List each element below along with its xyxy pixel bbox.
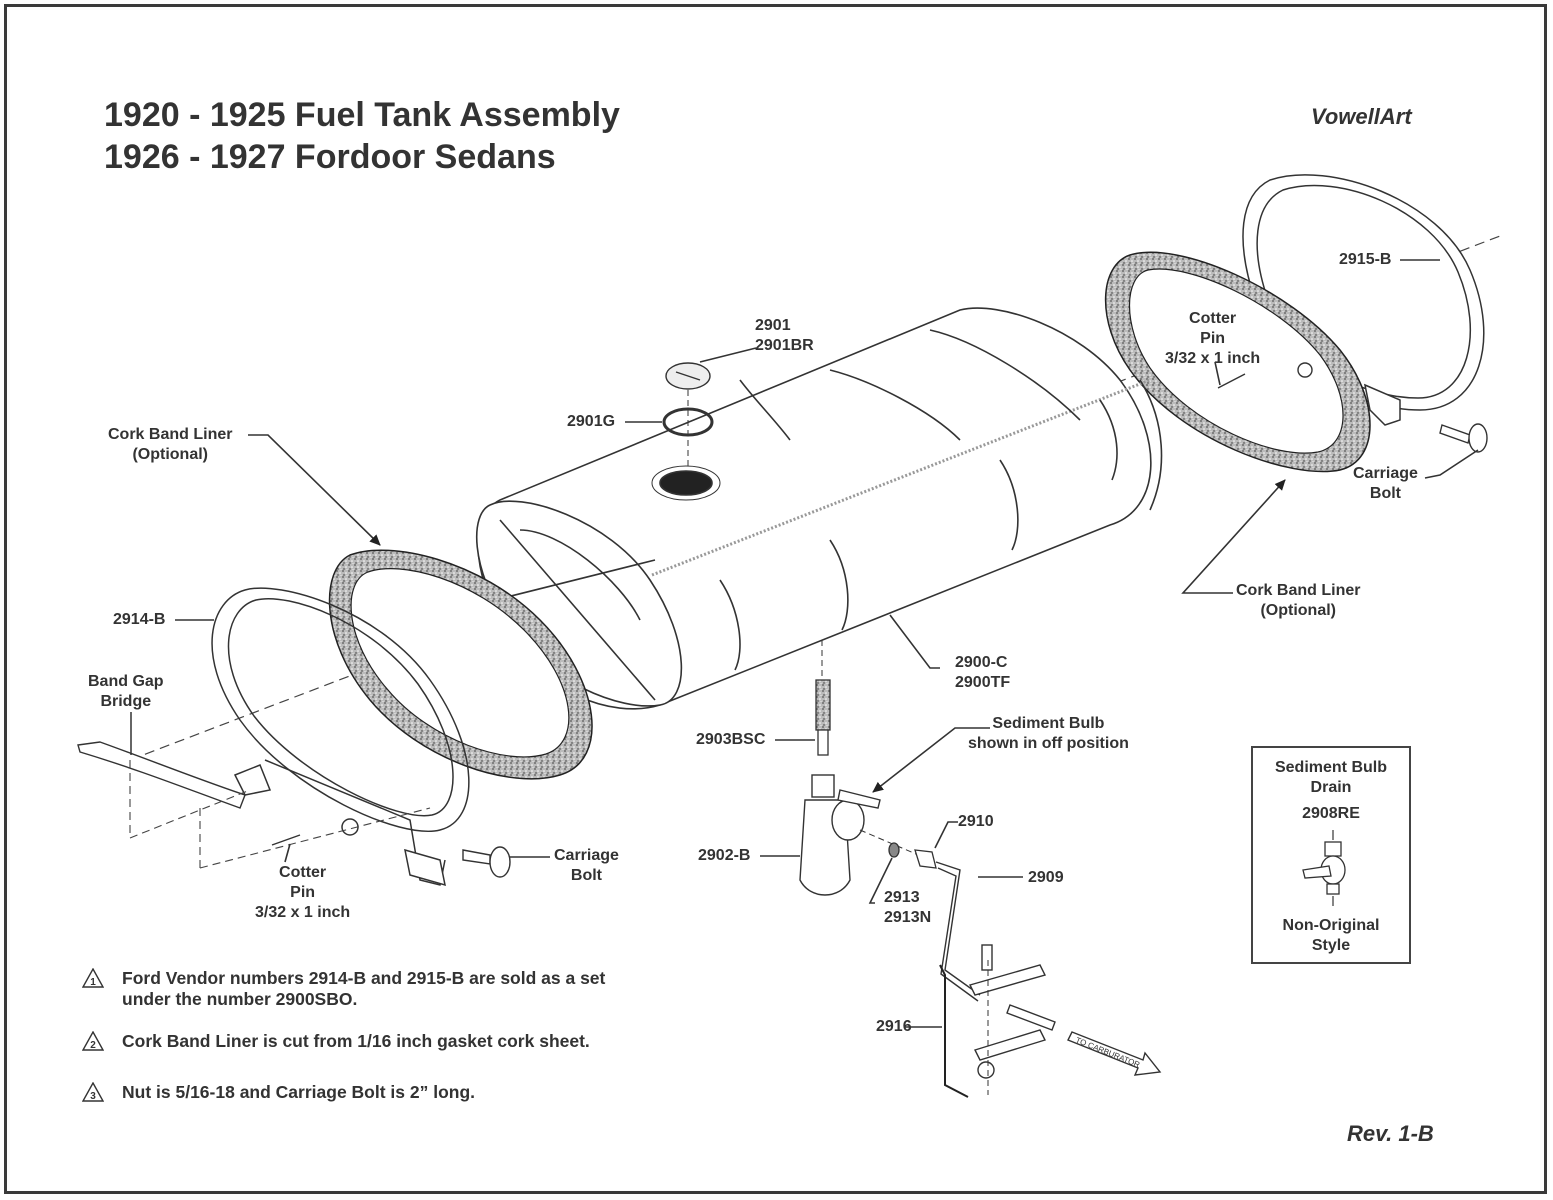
carriage-bolt-left (462, 846, 511, 878)
inset-title-1: Sediment Bulb (1274, 759, 1387, 776)
carriage-bolt-right (1439, 423, 1488, 453)
callout-cotter-pin-right: Cotter Pin 3/32 x 1 inch (1165, 309, 1260, 369)
fuel-tank-2900-c (476, 307, 1163, 710)
note-2-line-1: Cork Band Liner is cut from 1/16 inch ga… (122, 1031, 590, 1051)
callout-screen: 2903BSC (696, 731, 766, 748)
inset-title-2: Drain (1310, 779, 1352, 796)
callout-sleeve: 2913 2913N (884, 888, 931, 928)
note-3-line-1: Nut is 5/16-18 and Carriage Bolt is 2” l… (122, 1082, 476, 1102)
callout-cork-right-1: Cork Band Liner (1236, 582, 1361, 599)
note-3-triangle-icon: 3 (82, 1082, 104, 1102)
cork-liner-left (328, 549, 593, 780)
cotter-pin-right (1217, 362, 1313, 389)
callout-cotter-right-1: Cotter (1189, 310, 1237, 327)
nut-2910 (914, 849, 937, 869)
sleeve-2913 (888, 842, 900, 858)
callout-fuel-line-2909: 2909 (1028, 869, 1064, 886)
callout-cork-right-2: (Optional) (1260, 602, 1336, 619)
callout-bolt-right-1: Carriage (1353, 465, 1418, 482)
callout-clamp-2916: 2916 (876, 1018, 912, 1035)
inset-part-number: 2908RE (1302, 805, 1360, 822)
svg-text:3: 3 (90, 1091, 96, 1102)
svg-text:2: 2 (90, 1040, 96, 1051)
inset-title: Sediment Bulb Drain (1253, 758, 1409, 798)
callout-sediment-bulb-note: Sediment Bulb shown in off position (968, 714, 1129, 754)
callout-cork-left-2: (Optional) (132, 446, 208, 463)
callout-cap-1: 2901 (755, 317, 791, 334)
callout-carriage-bolt-left: Carriage Bolt (554, 846, 619, 886)
note-3: 3 Nut is 5/16-18 and Carriage Bolt is 2”… (82, 1082, 475, 1103)
inset-footer-2: Style (1311, 937, 1351, 954)
screen-2903bsc (815, 679, 831, 756)
note-2-triangle-icon: 2 (82, 1031, 104, 1051)
callout-sb-note-2: shown in off position (968, 735, 1129, 752)
note-1: 1 Ford Vendor numbers 2914-B and 2915-B … (82, 968, 605, 1010)
callout-cork-liner-right: Cork Band Liner (Optional) (1236, 581, 1360, 621)
callout-cotter-left-2: Pin (290, 884, 316, 901)
page-border (4, 4, 1547, 1194)
callout-cotter-right-3: 3/32 x 1 inch (1165, 350, 1261, 367)
cotter-pin-left (271, 834, 301, 846)
note-1-triangle-icon: 1 (82, 968, 104, 988)
callout-cork-left-1: Cork Band Liner (108, 426, 233, 443)
callout-band-2915-b: 2915-B (1339, 251, 1392, 268)
callout-gasket: 2901G (567, 413, 616, 430)
callout-tank: 2900-C 2900TF (955, 653, 1010, 693)
clamp-2916-bracket (939, 964, 969, 1098)
drain-valve-icon (1302, 830, 1346, 906)
band-gap-bridge (77, 741, 246, 809)
assembly-guides (129, 760, 431, 869)
callout-sediment-bulb: 2902-B (698, 847, 751, 864)
callout-bgb-1: Band Gap (88, 673, 164, 690)
title-line-2: 1926 - 1927 Fordoor Sedans (104, 138, 556, 176)
callout-cotter-right-2: Pin (1200, 330, 1226, 347)
page-title: 1920 - 1925 Fuel Tank Assembly 1926 - 19… (104, 94, 620, 178)
callout-bolt-left-2: Bolt (570, 867, 603, 884)
callout-cotter-left-1: Cotter (279, 864, 327, 881)
inset-sediment-bulb-drain: Sediment Bulb Drain 2908RE Non-Original … (1251, 746, 1411, 964)
title-line-1: 1920 - 1925 Fuel Tank Assembly (104, 96, 620, 134)
brand-logo: VowellArt (1311, 104, 1412, 129)
callout-cap: 2901 2901BR (755, 316, 814, 356)
fuel-line-2909 (935, 861, 981, 1002)
callout-tank-2: 2900TF (955, 674, 1011, 691)
note-2: 2 Cork Band Liner is cut from 1/16 inch … (82, 1031, 590, 1052)
callout-band-gap-bridge: Band Gap Bridge (88, 672, 164, 712)
inset-footer: Non-Original Style (1253, 916, 1409, 956)
callout-sleeve-2: 2913N (884, 909, 932, 926)
callout-cork-liner-left: Cork Band Liner (Optional) (108, 425, 232, 465)
cork-liner-right (1104, 251, 1371, 473)
callout-bolt-right-2: Bolt (1369, 485, 1402, 502)
leader-lines (175, 259, 1479, 1028)
filler-cap-2901 (665, 362, 711, 390)
to-carburator-text: TO CARBURATOR (1074, 1036, 1141, 1070)
inset-footer-1: Non-Original (1282, 917, 1380, 934)
callout-cap-2: 2901BR (755, 337, 814, 354)
svg-text:1: 1 (90, 977, 96, 988)
callout-sleeve-1: 2913 (884, 889, 920, 906)
revision-label: Rev. 1-B (1347, 1121, 1434, 1146)
note-1-line-2: under the number 2900SBO. (122, 989, 358, 1009)
note-1-line-1: Ford Vendor numbers 2914-B and 2915-B ar… (122, 968, 606, 988)
sediment-bulb-2902-b (799, 774, 881, 896)
callout-nut-2910: 2910 (958, 813, 994, 830)
callout-tank-1: 2900-C (955, 654, 1008, 671)
callout-cotter-left-3: 3/32 x 1 inch (255, 904, 351, 921)
callout-bolt-left-1: Carriage (554, 847, 619, 864)
clamp-2916 (968, 944, 1056, 1079)
callout-carriage-bolt-right: Carriage Bolt (1353, 464, 1418, 504)
to-carburator-arrow (1067, 1031, 1162, 1076)
band-2914-b (211, 587, 470, 887)
callout-sb-note-1: Sediment Bulb (992, 715, 1105, 732)
callout-bgb-2: Bridge (100, 693, 152, 710)
callout-band-2914-b: 2914-B (113, 611, 166, 628)
callout-cotter-pin-left: Cotter Pin 3/32 x 1 inch (255, 863, 350, 923)
